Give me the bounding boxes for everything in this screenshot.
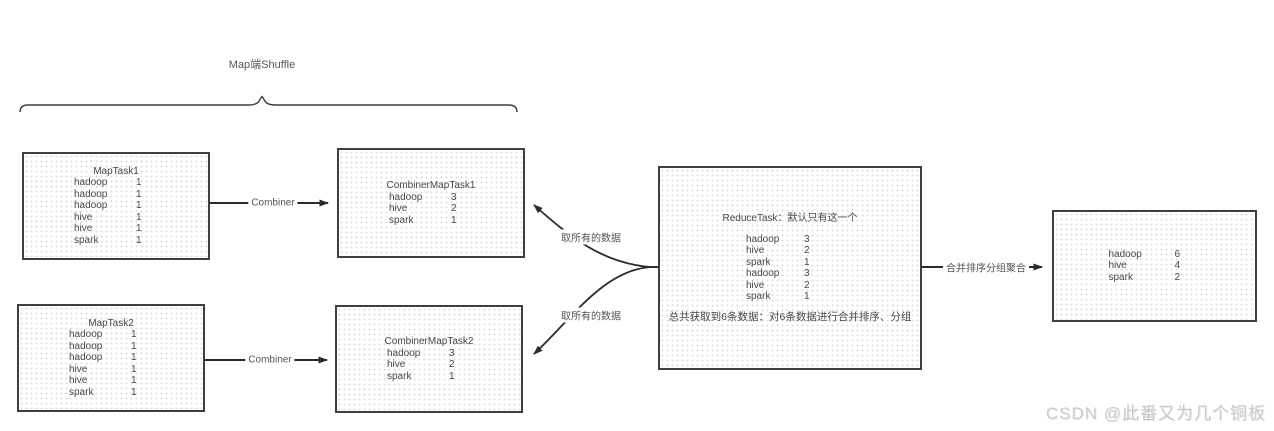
combiner-maptask2-rows: hadoop 3 hive 2 spark 1 bbox=[387, 348, 471, 383]
kv-key: hadoop bbox=[74, 200, 108, 212]
maptask1-box: MapTask1 hadoop 1 hadoop 1 hadoop 1 hive 1 h… bbox=[22, 152, 210, 260]
kv-value: 1 bbox=[451, 214, 457, 226]
kv-key: hadoop bbox=[74, 188, 108, 200]
kv-key: hadoop bbox=[69, 352, 103, 364]
kv-key: hive bbox=[746, 279, 765, 291]
kv-key: spark bbox=[746, 291, 771, 302]
maptask2-rows: hadoop 1 hadoop 1 hadoop 1 hive 1 hive 1 spar… bbox=[69, 329, 153, 398]
kv-key: hadoop bbox=[1108, 248, 1142, 260]
combiner-maptask2-box: CombinerMapTask2 hadoop 3 hive 2 spark 1 bbox=[335, 305, 523, 413]
kv-value: 2 bbox=[1174, 271, 1181, 283]
kv-key: hadoop bbox=[387, 347, 421, 359]
reducetask-footer-note: 总共获取到6条数据：对6条数据进行合并排序、分组 bbox=[668, 310, 912, 323]
kv-value: 1 bbox=[449, 370, 455, 382]
fetch-data-label-1: 取所有的数据 bbox=[558, 229, 624, 245]
kv-value: 1 bbox=[136, 188, 142, 200]
kv-key: hive bbox=[746, 245, 765, 256]
fetch-curve-2 bbox=[533, 266, 658, 355]
kv-key: hadoop bbox=[746, 268, 780, 279]
combiner-label-1: Combiner bbox=[248, 197, 298, 209]
kv-value: 4 bbox=[1174, 260, 1181, 272]
kv-value: 1 bbox=[131, 352, 137, 364]
kv-value: 2 bbox=[451, 203, 457, 214]
kv-key: spark bbox=[389, 214, 414, 226]
csdn-watermark: CSDN @此番又为几个铜板 bbox=[1045, 404, 1266, 423]
kv-value: 3 bbox=[804, 233, 810, 245]
kv-key: hive bbox=[387, 359, 406, 370]
combiner-label-2: Combiner bbox=[245, 354, 295, 366]
kv-value: 2 bbox=[804, 245, 810, 256]
kv-value: 1 bbox=[131, 363, 137, 375]
result-box: hadoop 6 hive 4 spark 2 bbox=[1052, 210, 1257, 322]
combiner-maptask1-title: CombinerMapTask1 bbox=[386, 180, 476, 191]
kv-value: 1 bbox=[136, 211, 142, 223]
kv-value: 1 bbox=[804, 291, 810, 302]
combiner-maptask2-title: CombinerMapTask2 bbox=[384, 336, 474, 347]
kv-value: 3 bbox=[451, 191, 457, 203]
kv-key: hadoop bbox=[746, 233, 780, 245]
kv-key: hive bbox=[69, 363, 88, 375]
combiner-maptask1-box: CombinerMapTask1 hadoop 3 hive 2 spark 1 bbox=[337, 148, 525, 258]
kv-key: spark bbox=[1108, 271, 1133, 283]
reducetask-box: ReduceTask：默认只有这一个 hadoop 3 hive 2 spark 1 … bbox=[658, 166, 922, 370]
kv-value: 1 bbox=[804, 256, 810, 268]
kv-key: hive bbox=[1108, 260, 1127, 272]
maptask1-rows: hadoop 1 hadoop 1 hadoop 1 hive 1 hive 1 spar… bbox=[74, 177, 158, 246]
kv-key: spark bbox=[387, 370, 412, 382]
kv-key: hadoop bbox=[74, 177, 108, 189]
kv-key: hive bbox=[69, 375, 88, 387]
kv-key: hive bbox=[74, 223, 93, 235]
diagram-title: Map端Shuffle bbox=[228, 59, 296, 71]
kv-value: 3 bbox=[449, 347, 455, 359]
maptask2-box: MapTask2 hadoop 1 hadoop 1 hadoop 1 hive 1 h… bbox=[17, 304, 205, 412]
kv-key: hadoop bbox=[69, 340, 103, 352]
reducetask-title: ReduceTask：默认只有这一个 bbox=[722, 213, 858, 224]
kv-value: 1 bbox=[131, 375, 137, 387]
kv-value: 2 bbox=[449, 359, 455, 370]
kv-value: 2 bbox=[804, 279, 810, 291]
reducetask-rows: hadoop 3 hive 2 spark 1 hadoop 3 hive 2 spark… bbox=[746, 234, 834, 303]
kv-value: 1 bbox=[136, 177, 142, 189]
maptask1-title: MapTask1 bbox=[93, 165, 139, 177]
combiner-maptask1-rows: hadoop 3 hive 2 spark 1 bbox=[389, 192, 473, 227]
map-shuffle-brace bbox=[19, 95, 518, 113]
result-rows: hadoop 6 hive 4 spark 2 bbox=[1109, 249, 1201, 284]
kv-value: 1 bbox=[131, 329, 137, 341]
kv-key: hadoop bbox=[69, 329, 103, 341]
kv-key: hadoop bbox=[389, 191, 423, 203]
kv-value: 1 bbox=[136, 200, 142, 212]
kv-value: 1 bbox=[131, 386, 137, 398]
kv-value: 1 bbox=[131, 340, 137, 352]
kv-value: 6 bbox=[1174, 248, 1181, 260]
kv-value: 3 bbox=[804, 268, 810, 279]
kv-key: spark bbox=[69, 386, 94, 398]
kv-key: hive bbox=[74, 211, 93, 223]
fetch-data-label-2: 取所有的数据 bbox=[558, 307, 624, 323]
kv-key: hive bbox=[389, 203, 408, 214]
kv-key: spark bbox=[746, 256, 771, 268]
kv-value: 1 bbox=[136, 234, 142, 246]
kv-key: spark bbox=[74, 234, 99, 246]
kv-value: 1 bbox=[136, 223, 142, 235]
merge-sort-group-label: 合并排序分组聚合 bbox=[943, 259, 1029, 275]
fetch-curve-1 bbox=[533, 204, 658, 268]
maptask2-title: MapTask2 bbox=[88, 317, 134, 329]
